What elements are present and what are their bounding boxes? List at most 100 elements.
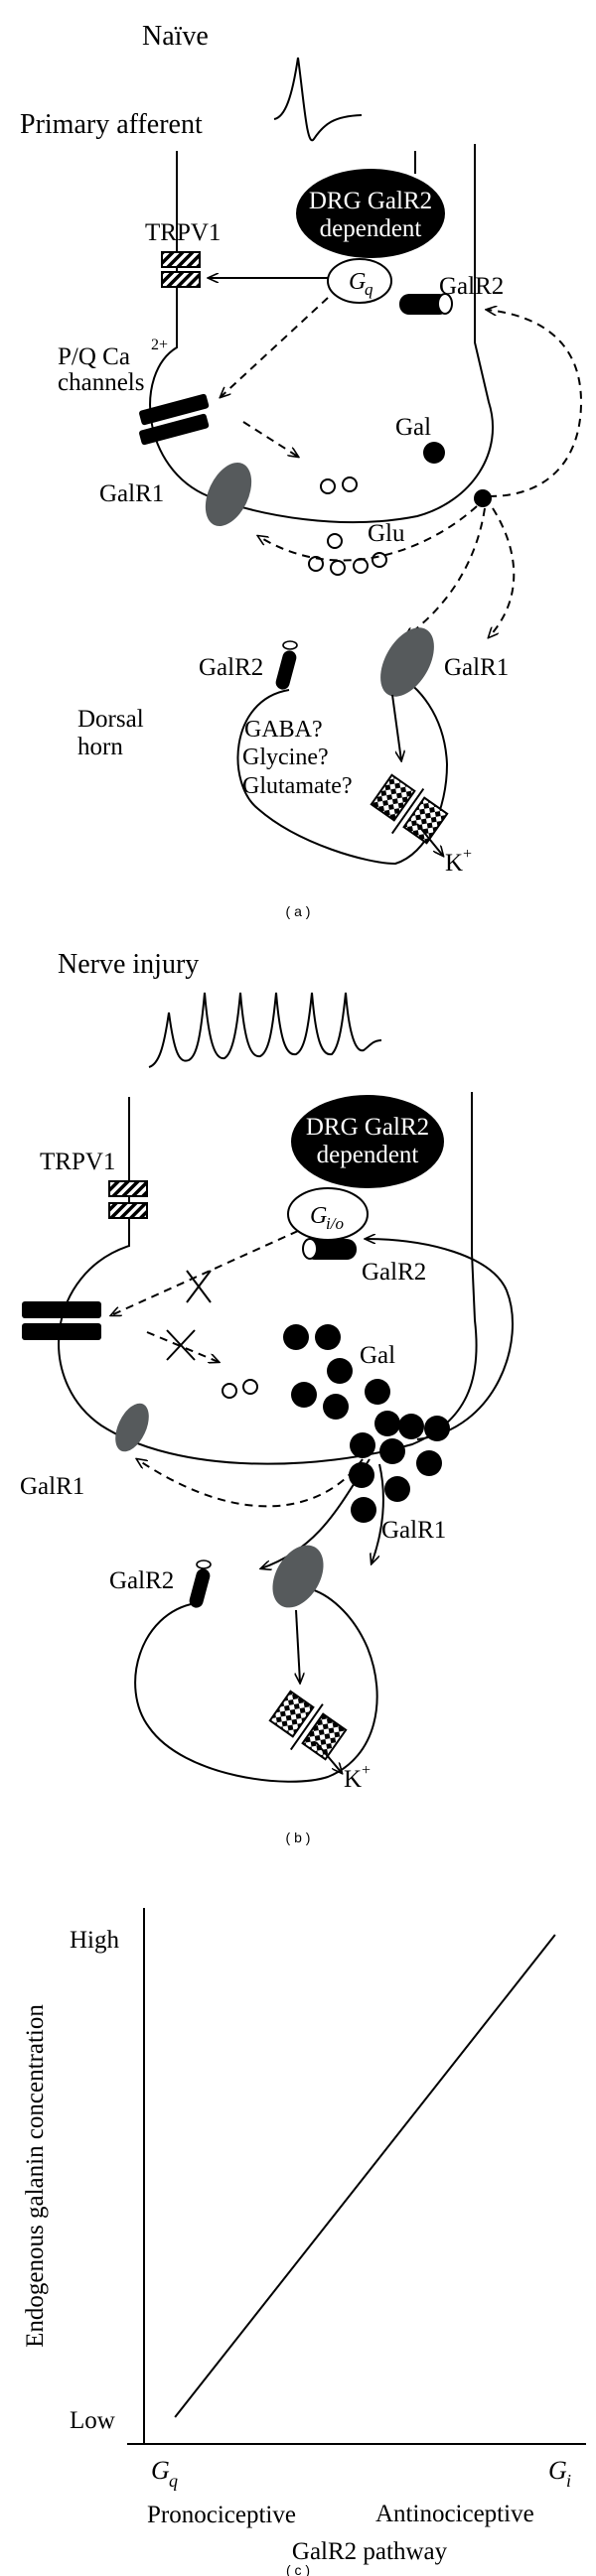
x-tick-gq-sub: q: [169, 2471, 178, 2491]
galr1-label-lower: GalR1: [381, 1517, 446, 1544]
drg-galr2-text-line1: DRG GalR2: [306, 1114, 429, 1141]
x-tick-gi-sub: i: [566, 2471, 571, 2491]
vesicle: [327, 533, 343, 549]
k-efflux-arrow: [315, 1741, 342, 1773]
trpv1-channel-bottom: [108, 1202, 148, 1219]
k-channel: [370, 773, 449, 845]
galr1-receptor-left: [205, 463, 252, 526]
candidate-glycine: Glycine?: [242, 745, 329, 770]
galr2-receptor-lower: [275, 650, 297, 690]
galanin-to-galr1-left-dashed-arrow: [258, 505, 478, 562]
trpv1-label: TRPV1: [40, 1149, 115, 1175]
galanin-to-galr1-lower-solid-arrow: [261, 1458, 371, 1568]
vesicle: [330, 560, 346, 576]
pq-channels-label-line1: P/Q Ca: [58, 343, 130, 370]
galr2-receptor-lower-end: [196, 1559, 212, 1569]
action-potential-burst: [148, 992, 382, 1068]
galr2-label-upper: GalR2: [439, 273, 504, 300]
vesicle: [222, 1383, 237, 1399]
galanin-released-molecule: [474, 489, 492, 507]
trpv1-channel-bottom: [161, 271, 201, 288]
x-tick-gi-main: G: [548, 2456, 567, 2485]
pq-channels-sup: 2+: [151, 337, 168, 353]
drg-galr2-text-line1: DRG GalR2: [309, 188, 432, 214]
galr1-receptor-left: [115, 1403, 149, 1452]
vesicle: [353, 558, 369, 574]
vesicle: [342, 476, 358, 492]
gq-protein-ellipse: [327, 258, 392, 304]
vesicle: [242, 1379, 258, 1395]
primary-afferent-label: Primary afferent: [20, 109, 203, 140]
k-ion-label: K: [445, 850, 463, 877]
y-tick-high: High: [70, 1927, 120, 1954]
trpv1-channel-top: [161, 251, 201, 268]
drg-galr2-text-line2: dependent: [317, 1142, 419, 1168]
galr2-receptor-upper-end: [437, 293, 453, 315]
galanin-to-galr2-dashed-arrow: [487, 310, 583, 497]
k-ion-label: K: [344, 1766, 362, 1793]
trpv1-channel-top: [108, 1180, 148, 1197]
galanin-molecule: [423, 442, 445, 464]
y-axis-label: Endogenous galanin concentration: [22, 2004, 49, 2348]
galr1-to-k-channel-arrow: [296, 1609, 300, 1683]
trpv1-label: TRPV1: [145, 219, 221, 246]
pq-to-vesicles-dashed-arrow: [242, 421, 298, 457]
pq-channel-bar-top: [22, 1301, 101, 1318]
galr2-label-lower: GalR2: [199, 654, 263, 681]
galanin-series-line: [174, 1934, 556, 2418]
panel-b: Nerve injury DRG GalR2 dependent G i/o T…: [20, 949, 514, 1845]
galanin-cluster: [283, 1324, 450, 1523]
vesicle: [320, 478, 336, 494]
galr1-label-lower: GalR1: [444, 654, 509, 681]
galanin-to-galr2-solid-arrow: [366, 1239, 514, 1440]
action-potential-trace: [273, 57, 363, 142]
candidate-gaba: GABA?: [244, 717, 323, 743]
state-label-nerve-injury: Nerve injury: [58, 949, 199, 980]
pq-channels-label-line2: channels: [58, 369, 144, 396]
galr2-receptor-upper: [399, 294, 449, 315]
x-tick-gq-main: G: [151, 2456, 170, 2485]
dorsal-horn-label-line1: Dorsal: [77, 706, 144, 733]
gio-to-pq-dashed-arrow: [111, 1230, 299, 1315]
galr1-label-left: GalR1: [99, 480, 164, 507]
pq-channel-bar-bottom: [139, 413, 210, 446]
galr2-receptor-upper: [305, 1239, 357, 1260]
galr2-label-lower: GalR2: [109, 1567, 174, 1594]
galanin-to-galr1-lower-dashed-arrow-2: [489, 507, 516, 637]
candidate-glutamate: Glutamate?: [242, 773, 353, 799]
k-channel: [268, 1690, 348, 1761]
dorsal-horn-label-line2: horn: [77, 734, 123, 760]
galr2-receptor-lower-end: [282, 640, 298, 650]
caption-c: ( c ): [286, 2562, 310, 2576]
galr2-label-upper: GalR2: [362, 1259, 426, 1286]
block-mark-2b: [166, 1329, 196, 1361]
galr1-receptor-lower: [272, 1545, 324, 1608]
drg-galr2-dependent-ellipse: [296, 169, 445, 258]
dorsal-horn-neuron-outline: [236, 674, 449, 866]
galr1-receptor-lower: [380, 627, 434, 697]
galr2-receptor-lower: [189, 1568, 211, 1608]
glu-label: Glu: [368, 520, 405, 547]
x-axis-label: GalR2 pathway: [292, 2538, 448, 2565]
galr1-to-k-channel-arrow: [391, 694, 401, 760]
y-tick-low: Low: [70, 2407, 115, 2434]
galanin-to-galr1-lower-solid-arrow-2: [372, 1463, 384, 1563]
k-ion-sup: +: [362, 1762, 371, 1779]
x-label-antinociceptive: Antinociceptive: [375, 2501, 534, 2527]
galr1-label-left: GalR1: [20, 1473, 84, 1500]
gal-label: Gal: [360, 1342, 395, 1369]
pq-channel-bar-top: [139, 393, 210, 426]
galanin-to-galr1-left-dashed-arrow: [137, 1459, 364, 1508]
block-mark-1b: [186, 1270, 212, 1303]
k-efflux-arrow: [416, 823, 443, 856]
panel-c: Endogenous galanin concentration High Lo…: [22, 1908, 586, 2576]
k-ion-sup: +: [463, 846, 472, 863]
pq-channel-bar-bottom: [22, 1323, 101, 1340]
vesicle: [308, 556, 324, 572]
gq-label-main: G: [349, 269, 366, 295]
state-label-naive: Naïve: [142, 21, 209, 52]
gq-to-pq-dashed-arrow: [221, 297, 329, 397]
gal-label: Gal: [395, 414, 431, 441]
x-label-pronociceptive: Pronociceptive: [147, 2502, 296, 2528]
